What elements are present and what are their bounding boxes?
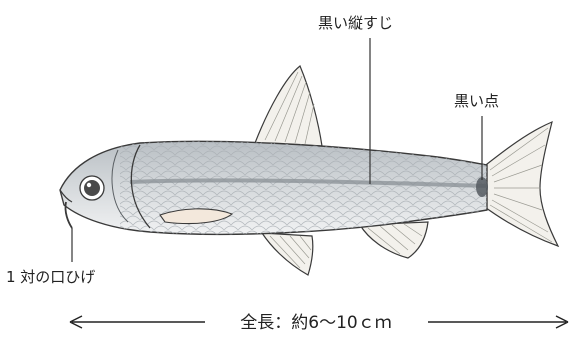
eye [80, 176, 104, 200]
anal-fin [360, 222, 428, 258]
stripe-label: 黒い縦すじ [318, 14, 393, 32]
barbels-label: 1 対の口ひげ [6, 268, 95, 286]
spot-label: 黒い点 [454, 92, 499, 110]
dorsal-fin [255, 66, 322, 146]
tail-fin [482, 122, 558, 246]
length-label: 全長：約6～10ｃｍ [240, 313, 391, 333]
pelvic-fin [262, 233, 313, 275]
